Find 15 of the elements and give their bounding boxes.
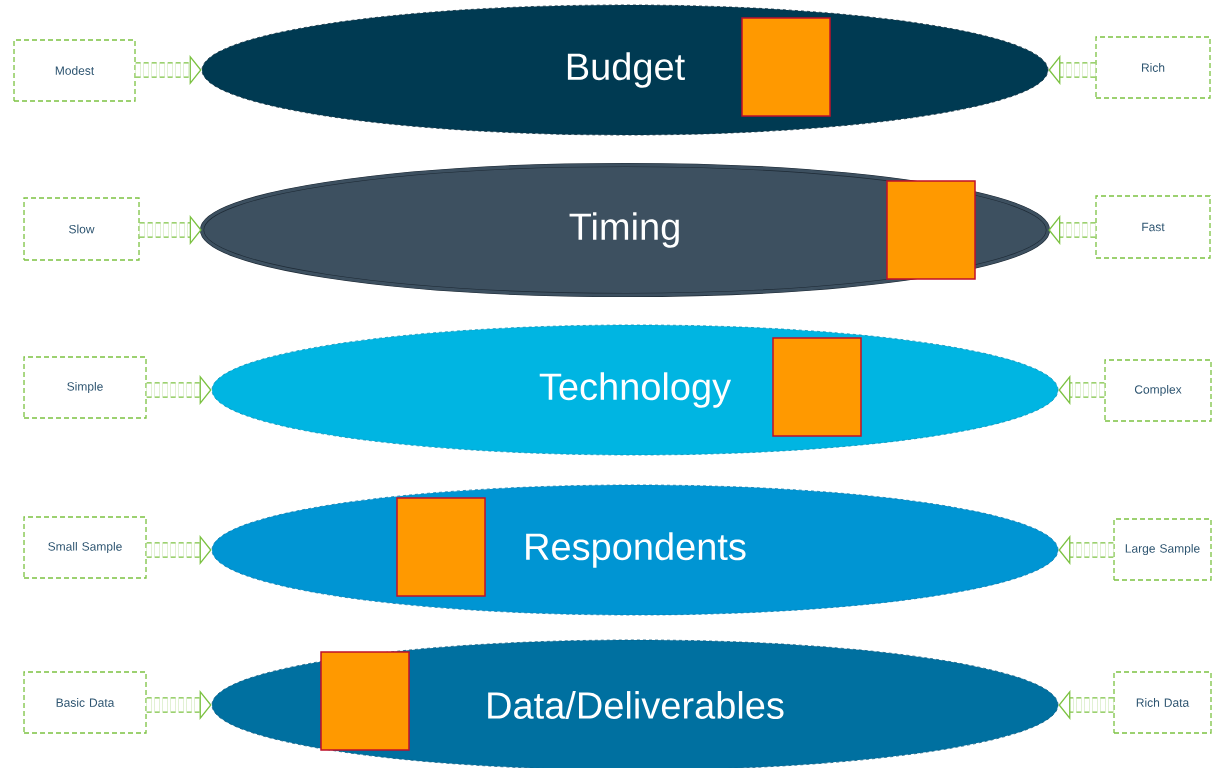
label-box: Large Sample [1113,518,1212,581]
label-box: Modest [13,39,136,102]
label-box: Slow [23,197,140,261]
slider-marker [320,651,410,751]
slider-marker [396,497,486,597]
slider-marker [886,180,976,280]
label-box: Small Sample [23,516,147,579]
label-box: Simple [23,356,147,419]
label-box: Rich Data [1113,671,1212,734]
label-box: Complex [1104,359,1212,422]
label-box: Rich [1095,36,1211,99]
slider-marker [772,337,862,437]
label-box: Fast [1095,195,1211,259]
label-box: Basic Data [23,671,147,734]
slider-marker [741,17,831,117]
